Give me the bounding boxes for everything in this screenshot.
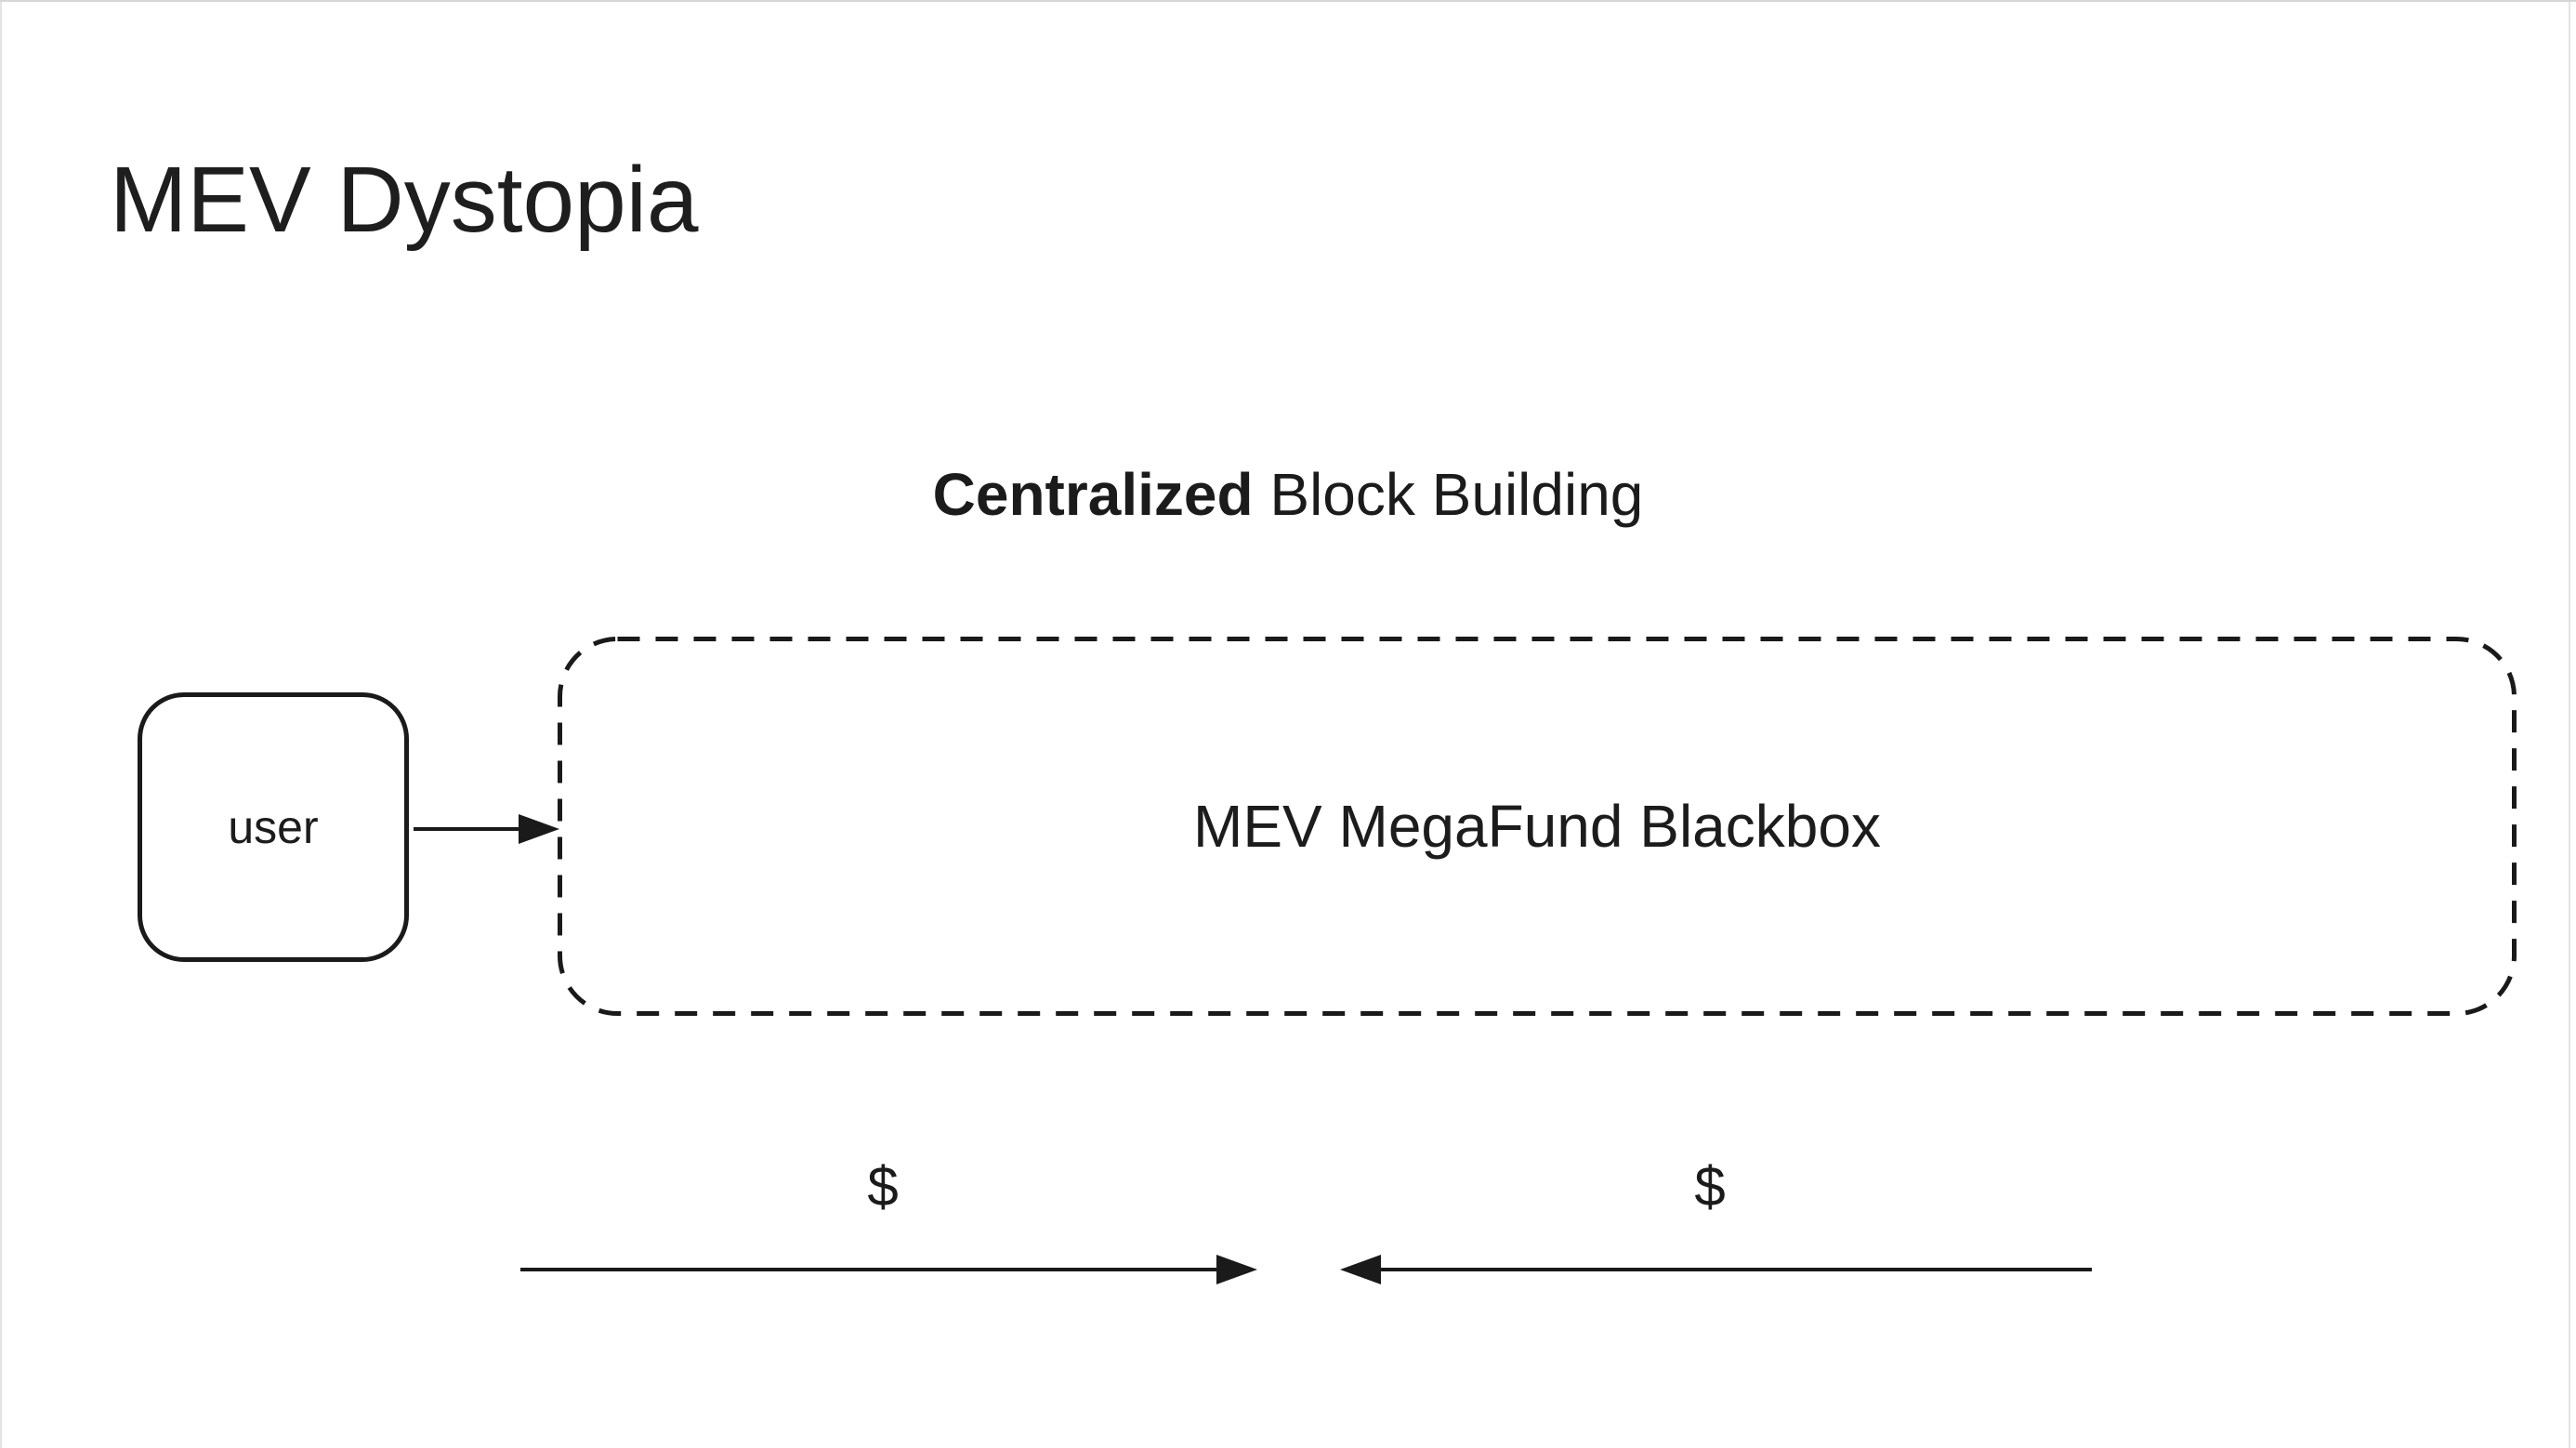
money-in-label: $ [867, 1155, 899, 1218]
section-heading-bold: Centralized [932, 461, 1254, 528]
section-heading-rest: Block Building [1253, 461, 1644, 528]
right-edge-line [2569, 2, 2570, 1448]
section-heading: Centralized Block Building [0, 461, 2576, 530]
left-edge-line [0, 2, 2, 1448]
money-out-arrow-line [1379, 1268, 2092, 1271]
arrowhead-right-icon [1216, 1255, 1257, 1284]
money-out-label: $ [1694, 1155, 1726, 1218]
arrowhead-right-icon [519, 814, 559, 844]
node-blackbox: MEV MegaFund Blackbox [558, 637, 2517, 1016]
page-title: MEV Dystopia [110, 148, 699, 252]
node-blackbox-label: MEV MegaFund Blackbox [1193, 793, 1881, 860]
money-in-arrow-line [520, 1268, 1219, 1271]
user-to-blackbox-arrow-line [414, 827, 527, 831]
dashed-border-shape [558, 637, 2517, 1016]
arrowhead-left-icon [1340, 1255, 1381, 1284]
node-user: user [138, 692, 409, 962]
node-user-label: user [228, 801, 319, 853]
